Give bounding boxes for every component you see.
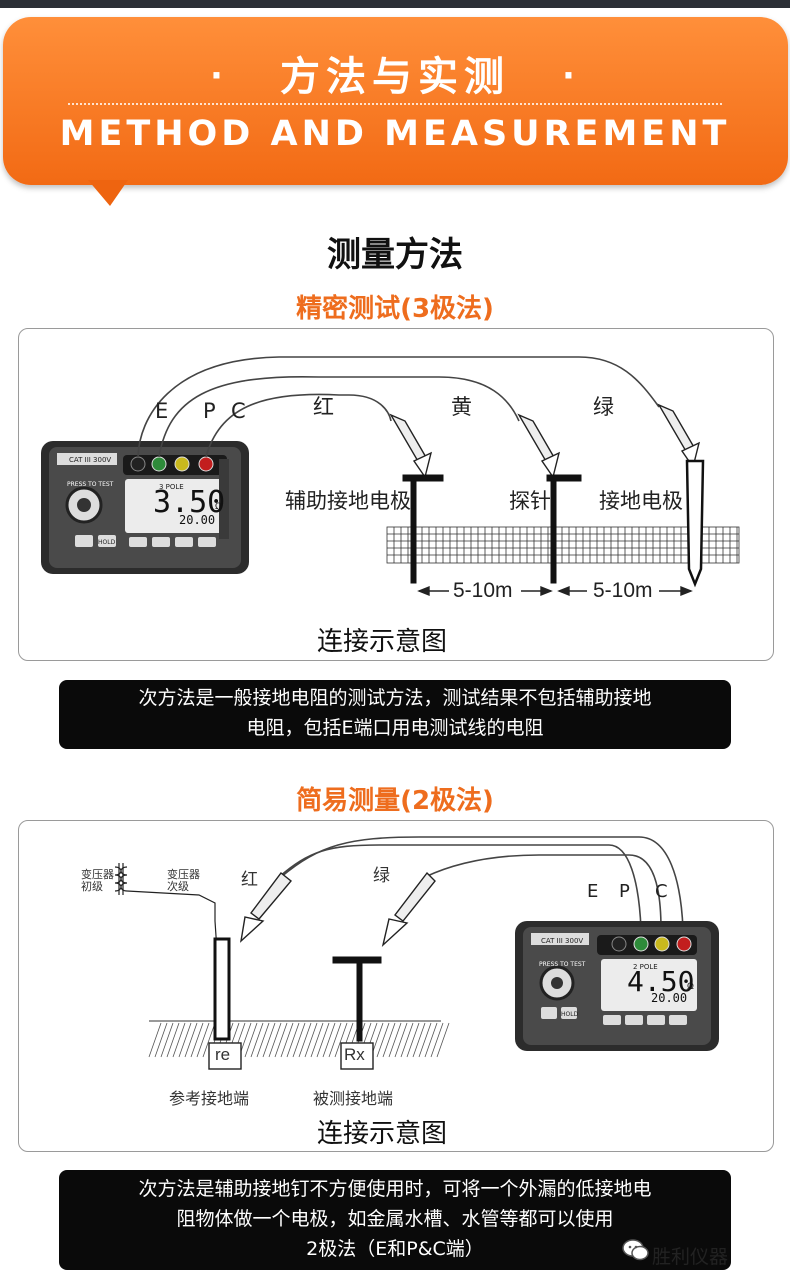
distance-label-1: 5-10m <box>453 579 513 602</box>
caption-3-pole: 连接示意图 <box>317 627 448 657</box>
electrodes-1 <box>402 459 705 588</box>
electrode-label-ground: 接地电极 <box>599 489 683 513</box>
section2-title: 简易测量(2极法) <box>296 786 494 816</box>
meter-display-sub-1: 20.00 <box>179 513 216 527</box>
transformer-primary-label: 变压器 初级 <box>81 868 114 893</box>
box-re <box>208 1042 242 1070</box>
meter-body-1 <box>41 441 249 574</box>
meter-display-sub-2: 20.00 <box>651 991 688 1005</box>
electrode-label-measured: 被测接地端 <box>313 1089 394 1108</box>
banner-dot-right: · <box>562 56 575 96</box>
meter-press-to-test-2: PRESS TO TEST <box>539 961 586 968</box>
clip-label-green-2: 绿 <box>373 866 390 886</box>
terminal-c-2: C <box>655 881 668 902</box>
section1-title: 精密测试(3极法) <box>296 294 494 324</box>
terminal-p-2: P <box>619 881 630 902</box>
test-leads-2 <box>278 836 684 930</box>
note-3-pole: 次方法是一般接地电阻的测试方法，测试结果不包括辅助接地 电阻，包括E端口用电测试… <box>59 680 731 749</box>
meter-cat-tag-2: CAT III 300V <box>541 937 584 945</box>
banner-title: 方法与实测 <box>280 54 510 100</box>
banner-dot-left: · <box>210 56 223 96</box>
meter-press-to-test-1: PRESS TO TEST <box>67 481 114 488</box>
clips-2 <box>239 871 436 948</box>
test-leads-1 <box>137 356 660 458</box>
page-heading: 测量方法 <box>327 235 463 275</box>
note-2-pole-line-2: 阻物体做一个电极，如金属水槽、水管等都可以使用 <box>176 1208 614 1230</box>
meter-unit-2: Ω <box>687 982 694 992</box>
clip-label-red-2: 红 <box>241 870 258 890</box>
watermark-brand: 胜利仪器 <box>652 1246 729 1268</box>
note-2-pole-line-1: 次方法是辅助接地钉不方便使用时，可将一个外漏的低接地电 <box>138 1178 652 1200</box>
distance-arrows-1 <box>417 585 693 597</box>
meter-mode-2: 2 POLE <box>633 963 658 971</box>
diagram-2-pole: 变压器 初级 变压器 次级 红 绿 E P C re Rx 参考接地端 被测接地… <box>18 820 774 1152</box>
banner-divider <box>68 103 722 105</box>
meter-cat-tag-1: CAT III 300V <box>69 456 112 464</box>
transformer <box>114 863 218 952</box>
clip-label-green: 绿 <box>593 395 614 419</box>
electrode-label-reference: 参考接地端 <box>169 1089 250 1108</box>
distance-label-2: 5-10m <box>593 579 653 602</box>
note-3-pole-line-1: 次方法是一般接地电阻的测试方法，测试结果不包括辅助接地 <box>138 687 652 709</box>
ground-grid <box>386 526 740 564</box>
meter-display-main-1: 3.50 <box>153 485 226 520</box>
box-re-label: re <box>215 1045 231 1064</box>
header-banner <box>3 17 788 185</box>
clips-1 <box>389 403 701 479</box>
meter-hold-1: HOLD <box>98 539 116 546</box>
electrode-label-auxiliary: 辅助接地电极 <box>285 489 411 513</box>
terminal-c: C <box>231 399 246 423</box>
wechat-icon <box>622 1239 649 1261</box>
terminal-e: E <box>155 399 169 423</box>
caption-2-pole: 连接示意图 <box>317 1119 448 1149</box>
meter-display-main-2: 4.50 <box>627 965 695 998</box>
top-bar <box>0 0 790 8</box>
box-rx <box>340 1042 374 1070</box>
note-2-pole: 次方法是辅助接地钉不方便使用时，可将一个外漏的低接地电 阻物体做一个电极，如金属… <box>59 1170 731 1270</box>
meter-hold-2: HOLD <box>561 1011 579 1018</box>
transformer-secondary-label: 变压器 次级 <box>167 868 200 893</box>
electrodes-2 <box>213 937 382 1042</box>
note-3-pole-line-2: 电阻，包括E端口用电测试线的电阻 <box>246 717 544 739</box>
diagram-2-pole-drawing <box>114 836 719 1070</box>
electrode-label-probe: 探针 <box>509 489 551 513</box>
clip-label-yellow: 黄 <box>451 395 472 419</box>
terminal-e-2: E <box>587 881 599 902</box>
meter-body-2 <box>515 921 719 1051</box>
meter-mode-1: 3 POLE <box>159 483 184 491</box>
ground-hatch <box>148 1022 450 1058</box>
meter-unit-1: Ω <box>215 502 222 512</box>
clip-label-red: 红 <box>313 395 334 419</box>
diagram-3-pole: E P C 红 黄 绿 辅助接地电极 探针 接地电极 5-10m 5-10m C… <box>18 328 774 661</box>
terminal-p: P <box>203 399 216 423</box>
note-2-pole-line-3: 2极法（E和P&C端） <box>306 1238 484 1260</box>
banner-subtitle: METHOD AND MEASUREMENT <box>59 114 731 154</box>
diagram-3-pole-drawing <box>41 356 740 597</box>
box-rx-label: Rx <box>344 1045 365 1064</box>
banner-tail <box>88 180 128 206</box>
